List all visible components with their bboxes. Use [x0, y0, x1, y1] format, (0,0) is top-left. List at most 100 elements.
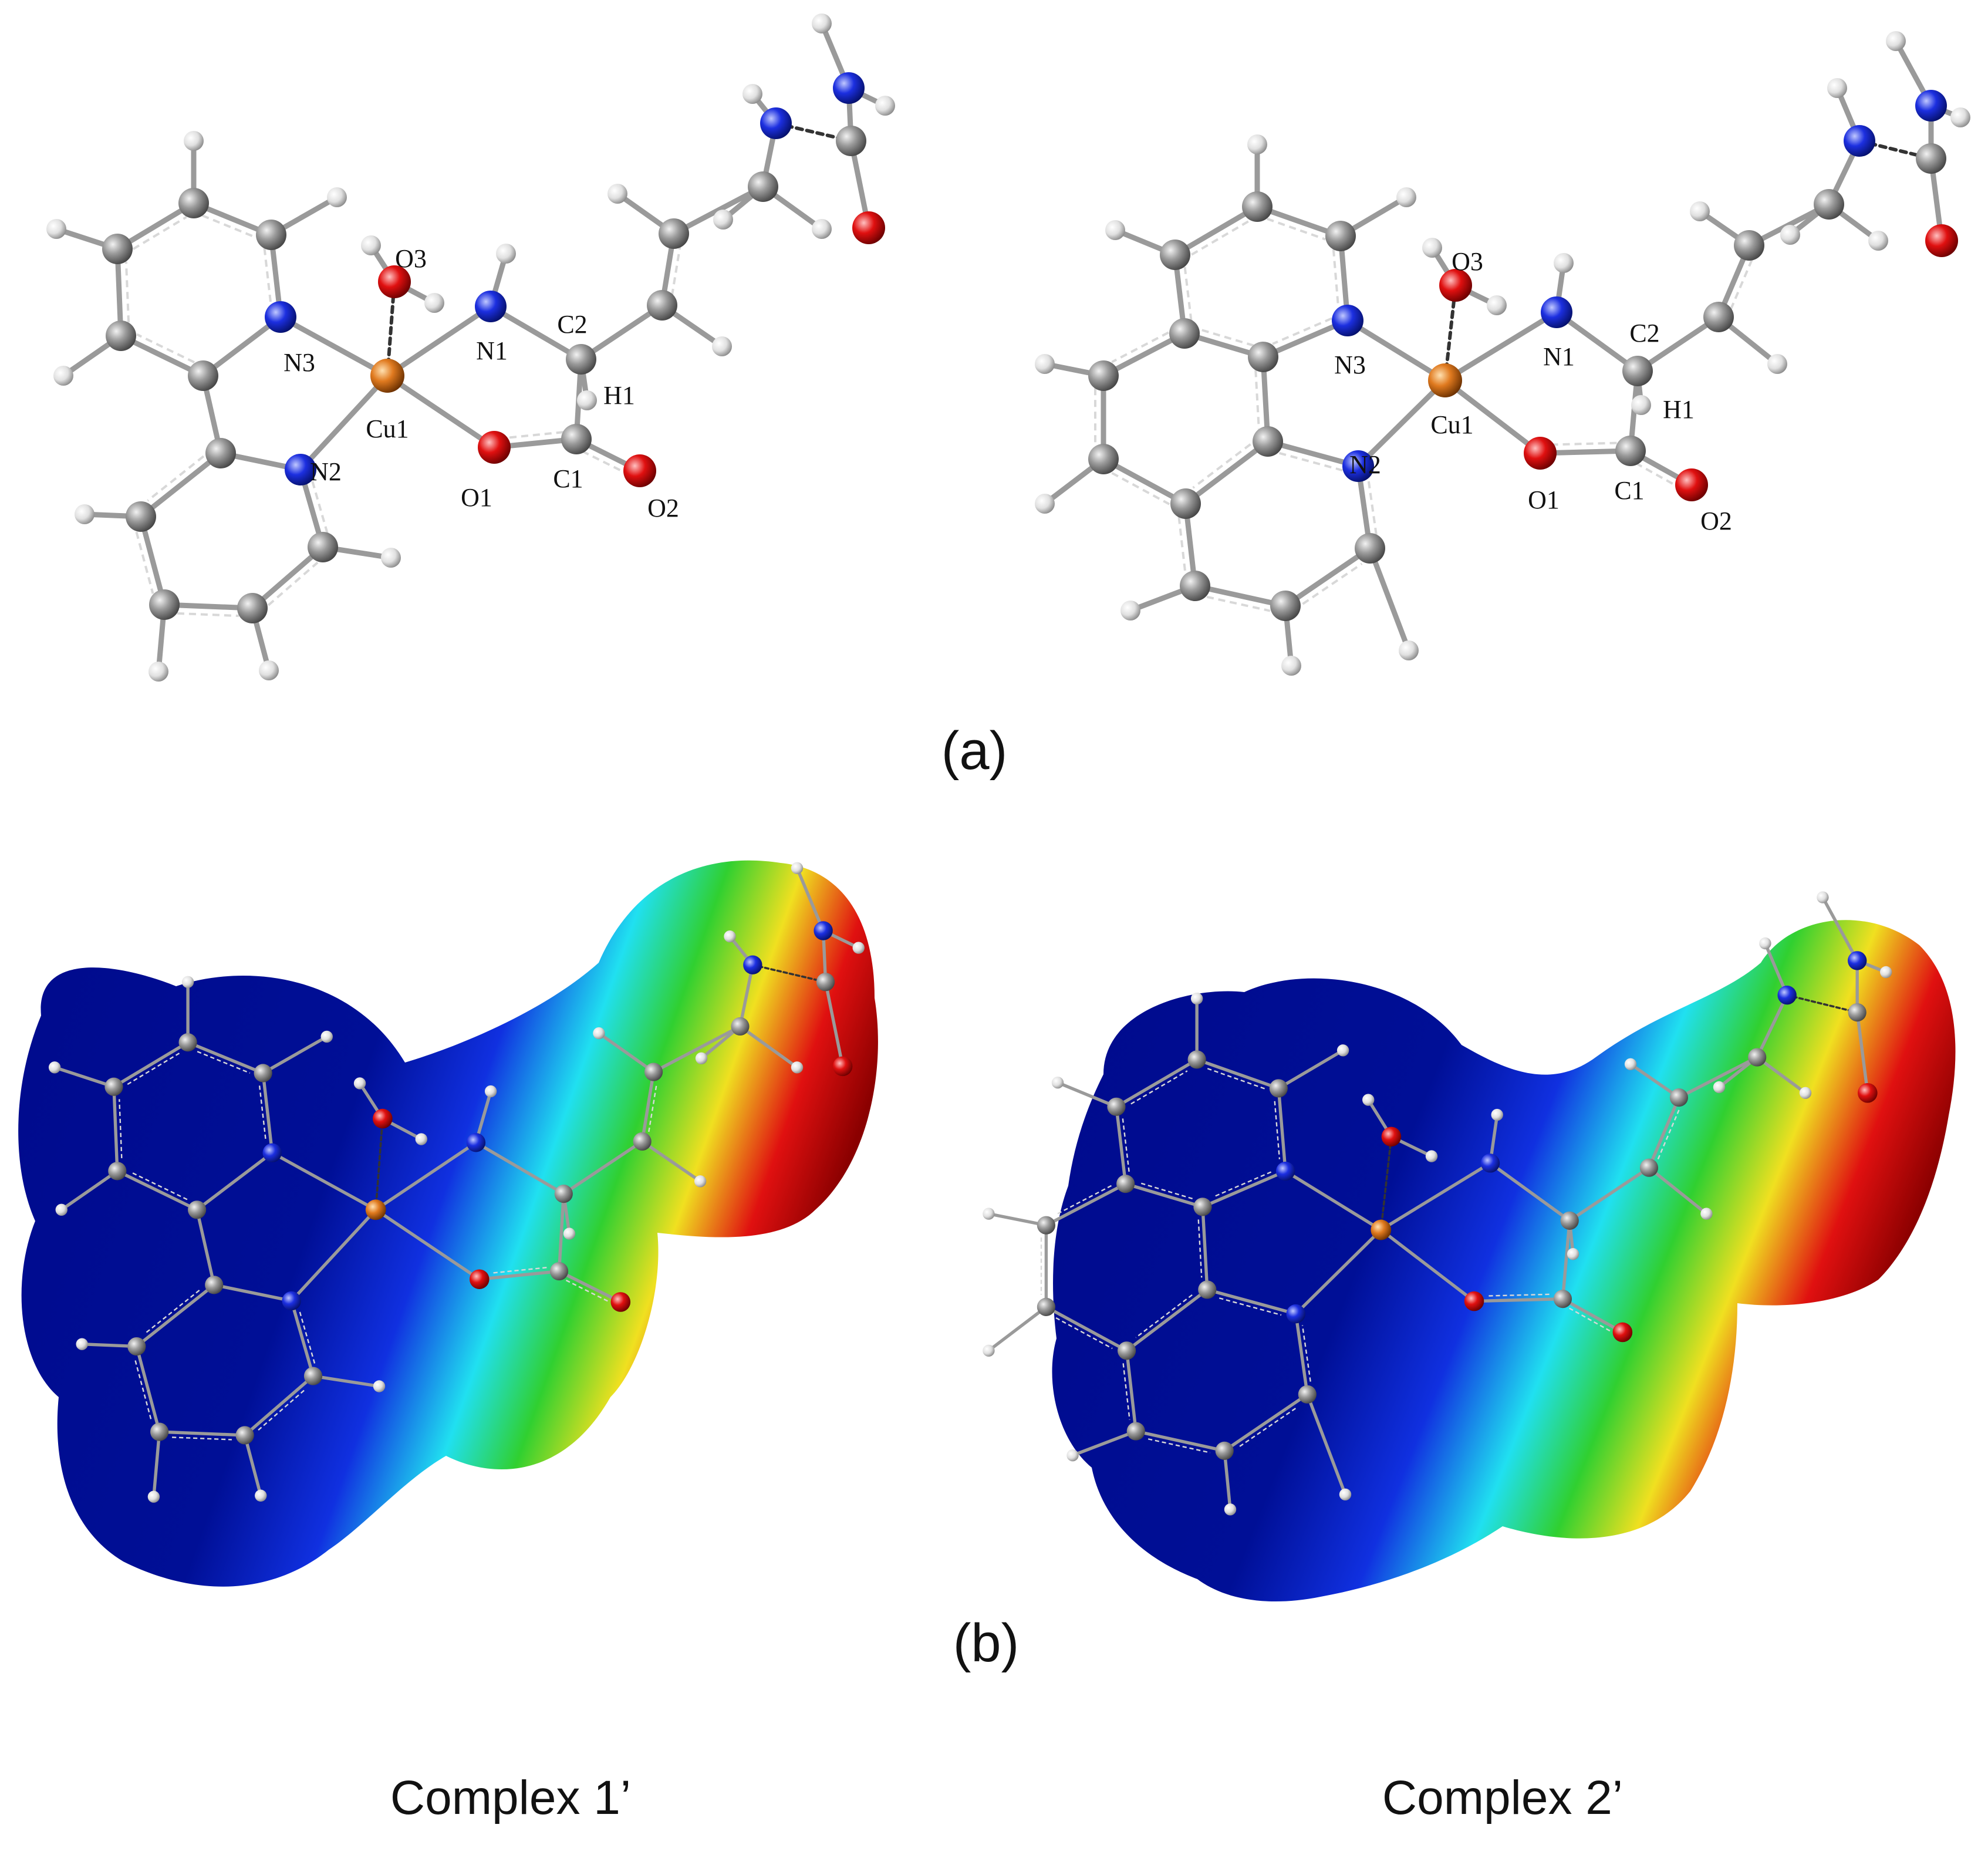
bond [1201, 1205, 1209, 1291]
hydrogen-atom [607, 184, 627, 204]
aromatic-bond [258, 1388, 307, 1431]
aromatic-bond [1147, 1438, 1211, 1453]
bond [1635, 314, 1722, 374]
hydrogen-atom [1190, 992, 1203, 1005]
aromatic-bond [1206, 595, 1271, 612]
aromatic-bond [1635, 462, 1679, 488]
hydrogen-atom [1690, 201, 1710, 221]
hydrogen-atom [184, 131, 204, 151]
aromatic-bond [491, 1267, 547, 1274]
bond [1223, 1449, 1232, 1512]
hydrogen-atom [1422, 238, 1442, 258]
carbon-atom [1118, 1341, 1136, 1360]
bond [795, 866, 825, 933]
aromatic-bond [310, 478, 329, 534]
bond [1284, 1169, 1383, 1232]
bond [823, 980, 845, 1068]
nitrogen-atom [1275, 1161, 1295, 1181]
bond [1554, 309, 1641, 374]
aromatic-bond [1183, 265, 1193, 321]
complex-2-label: Complex 2’ [1382, 1771, 1623, 1824]
carbon-atom [1180, 571, 1210, 601]
aromatic-bond [172, 1436, 232, 1441]
carbon-atom [566, 344, 596, 375]
bond [135, 1344, 161, 1434]
bond [1282, 545, 1373, 609]
bonds [53, 866, 860, 1499]
aromatic-bond [1332, 249, 1340, 309]
bond [298, 373, 390, 473]
esp-molecule-complex-1 [48, 862, 865, 1503]
carbon-atom [1215, 1441, 1234, 1460]
bond [157, 1430, 247, 1437]
hydrogen-atom [1817, 891, 1829, 903]
carbon-atom [178, 188, 209, 218]
carbon-atom [561, 424, 592, 454]
carbon-atom [659, 218, 689, 249]
carbon-atom [1270, 591, 1301, 621]
bond [384, 303, 494, 379]
aromatic-bond [1197, 1219, 1203, 1278]
bond [1355, 377, 1448, 469]
bond [374, 1141, 478, 1212]
bond [152, 1430, 161, 1499]
hydrogen-atom [327, 187, 347, 207]
oxygen-atom [1381, 1127, 1402, 1147]
carbon-atom [256, 220, 286, 250]
bond [738, 963, 755, 1028]
aromatic-bond [1177, 517, 1187, 575]
nitrogen-atom [1286, 1304, 1305, 1324]
carbon-atom [1639, 1158, 1659, 1177]
aromatic-bond [1569, 1307, 1612, 1333]
hydrogen-atom [983, 1344, 995, 1357]
atom-label: N1 [1543, 342, 1575, 371]
hydrogen-atom [148, 662, 168, 682]
aromatic-bond [1138, 1182, 1193, 1200]
bond [116, 1169, 199, 1212]
oxygen-atom [378, 265, 411, 298]
hydrogen-atom [983, 1208, 995, 1220]
carbon-atom [644, 1063, 663, 1081]
bond [243, 1374, 315, 1437]
carbon-atom [237, 593, 268, 623]
hydrogen-atom [1281, 656, 1301, 676]
oxygen-atom [1524, 437, 1557, 470]
hydrogen-atom [1425, 1150, 1438, 1162]
bond [384, 373, 497, 450]
hydrogen-atom [1399, 640, 1419, 660]
bond [289, 1208, 377, 1303]
nitrogen-atom [285, 454, 316, 485]
copper-atom [1371, 1219, 1392, 1240]
aromatic-bond [197, 1051, 251, 1074]
bond [249, 544, 326, 611]
bond [1367, 545, 1412, 653]
bond [1345, 318, 1448, 383]
bond [195, 1208, 216, 1287]
aromatic-bond [1122, 1363, 1130, 1420]
hydrogen-atom [694, 1175, 707, 1188]
bond [738, 1024, 799, 1070]
hydrogen-atom [1396, 187, 1416, 207]
aromatic-bond [1301, 1325, 1311, 1382]
hydrogen-atom [320, 1030, 333, 1043]
atom-label: H1 [1663, 395, 1695, 424]
nitrogen-atom [1915, 90, 1947, 122]
bond [640, 1070, 656, 1144]
hydrogen-atom [415, 1133, 427, 1145]
aromatic-bond [565, 1279, 610, 1303]
hydrogen-atom [712, 336, 732, 356]
copper-atom [1428, 363, 1462, 397]
carbon-atom [1916, 143, 1946, 174]
oxygen-atom [1439, 269, 1472, 302]
carbon-atom [816, 973, 835, 991]
hydrogen-atom [1339, 1488, 1352, 1501]
bond [1755, 1055, 1807, 1095]
bond [671, 184, 766, 237]
carbon-atom [1622, 356, 1653, 386]
hydrogen-atom [1487, 295, 1507, 315]
bond [195, 1151, 274, 1212]
hydrogen-atom [1051, 1076, 1064, 1089]
bond [53, 1065, 116, 1088]
hydrogen-atom [1491, 1108, 1503, 1121]
carbon-atom [1253, 426, 1283, 457]
